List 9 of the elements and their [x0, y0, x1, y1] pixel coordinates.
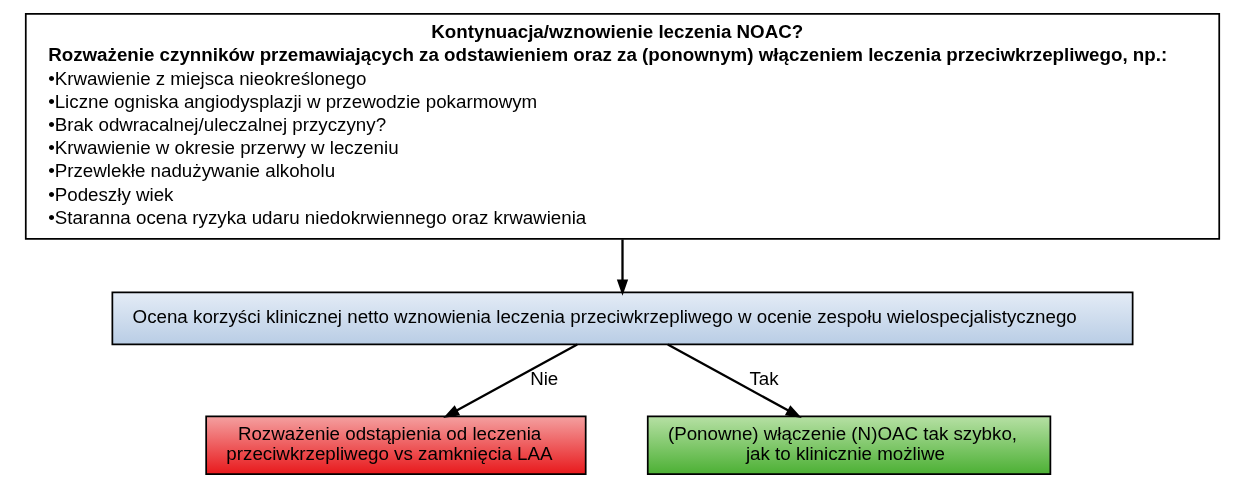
arrow	[442, 343, 578, 418]
node-box: Kontynuacja/wznowienie leczenia NOAC? Rozważenie czynników przemawiających za odstawieniem oraz za (ponownym) włączeniem leczenia przeciwkrzepliwego, np.: •Krwawienie z miejsca nieokreślonego •Liczne ogniska angiodysplazji w przewodzie pokarmowym •Brak odwracalnej/uleczalnej przyczyny? •Krwawienie w okresie przerwy w leczeniu •Przewlekłe nadużywanie alkoholu •Podeszły wiek •Staranna ocena ryzyka udaru niedokrwiennego oraz krwawienia	[24, 12, 1220, 240]
arrow	[616, 239, 628, 296]
node-box: Ocena korzyści klinicznej netto wznowienia leczenia przeciwkrzepliwego w ocenie zespołu wielospecjalistycznego	[111, 291, 1133, 346]
arrow	[666, 343, 802, 418]
edge-label: Nie	[529, 368, 558, 390]
edge-label: Tak	[748, 368, 779, 390]
node-box: Rozważenie odstąpienia od leczenia przeciwkrzepliwego vs zamknięcia LAA	[204, 415, 587, 476]
node-box: (Ponowne) włączenie (N)OAC tak szybko, jak to klinicznie możliwe	[646, 415, 1051, 476]
